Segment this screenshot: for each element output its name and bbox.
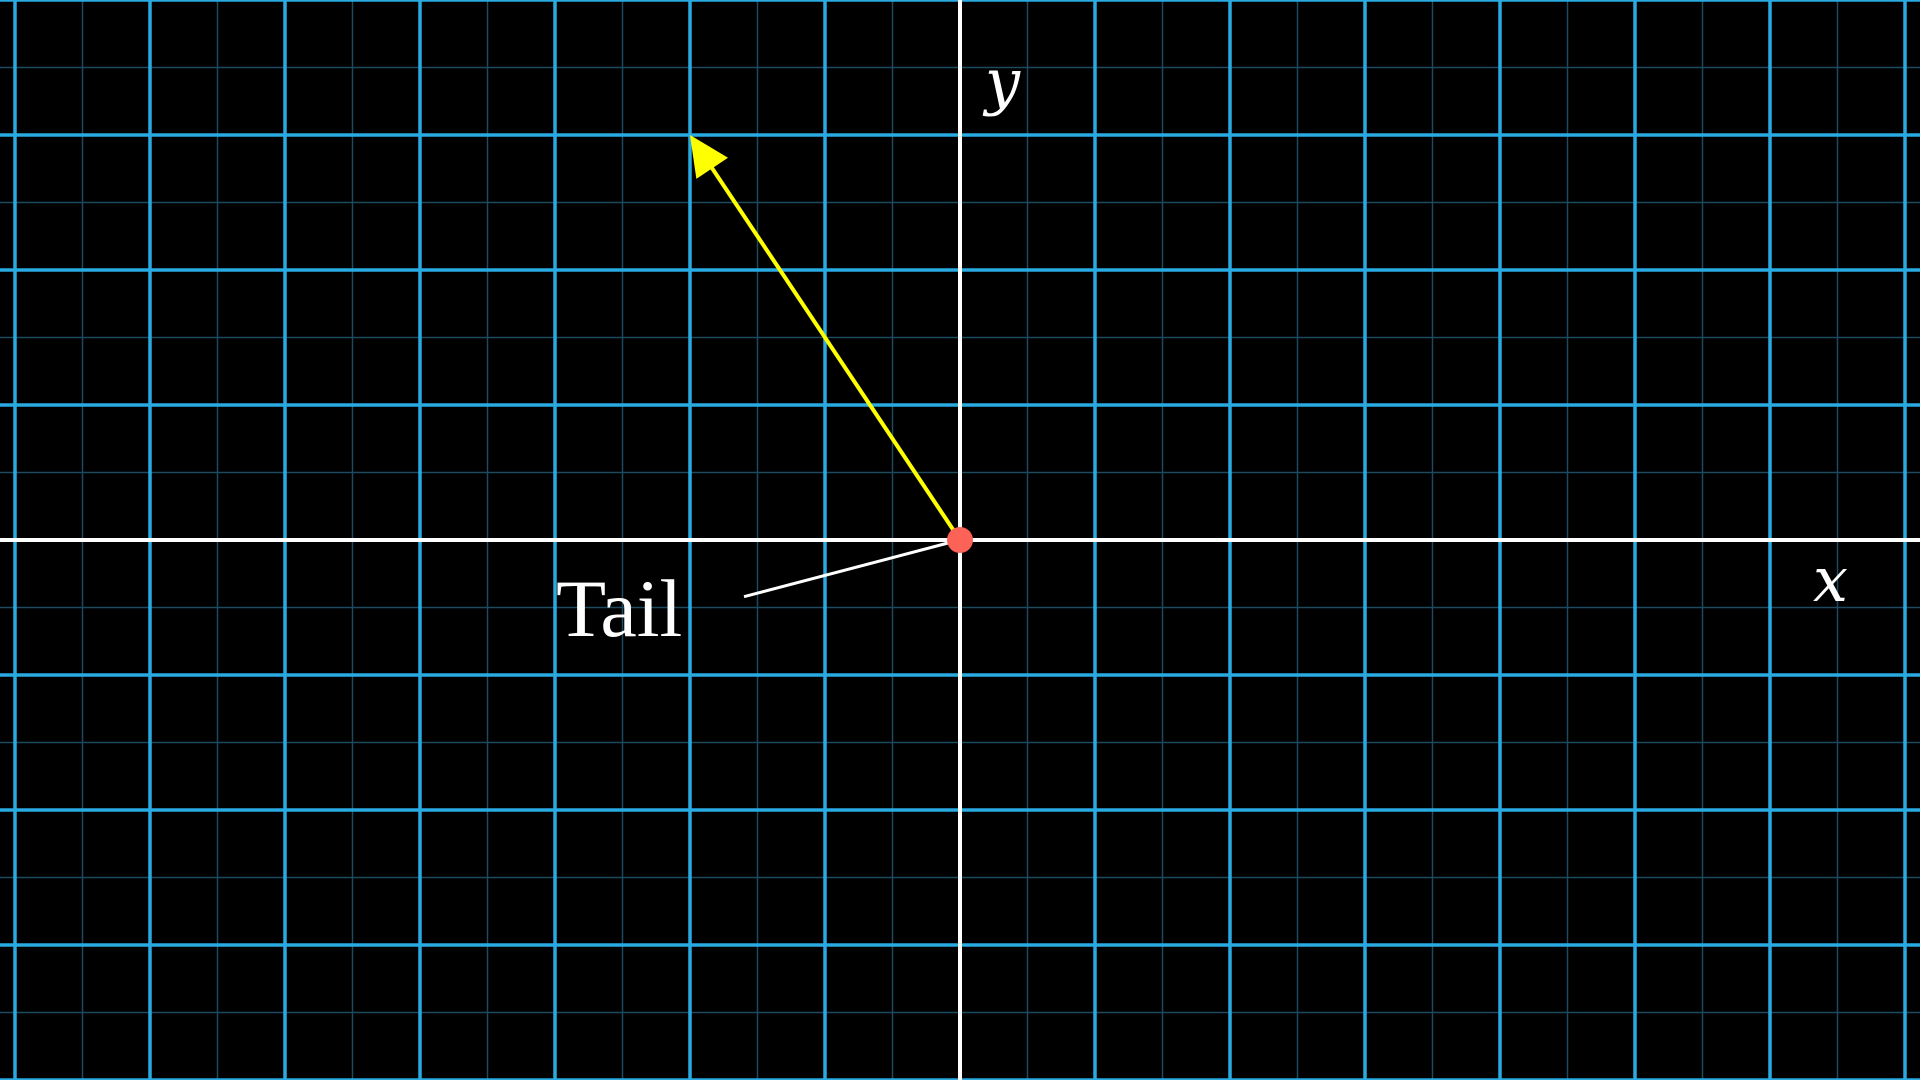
vector-arrow [690,135,962,542]
y-axis-label: y [982,45,1021,118]
vector-arrowhead [690,135,728,179]
x-axis-label: x [1813,543,1848,616]
vector-shaft [708,163,962,542]
tail-pointer-line [743,541,949,599]
tail-label: Tail [556,563,682,654]
tail-dot [947,527,973,553]
